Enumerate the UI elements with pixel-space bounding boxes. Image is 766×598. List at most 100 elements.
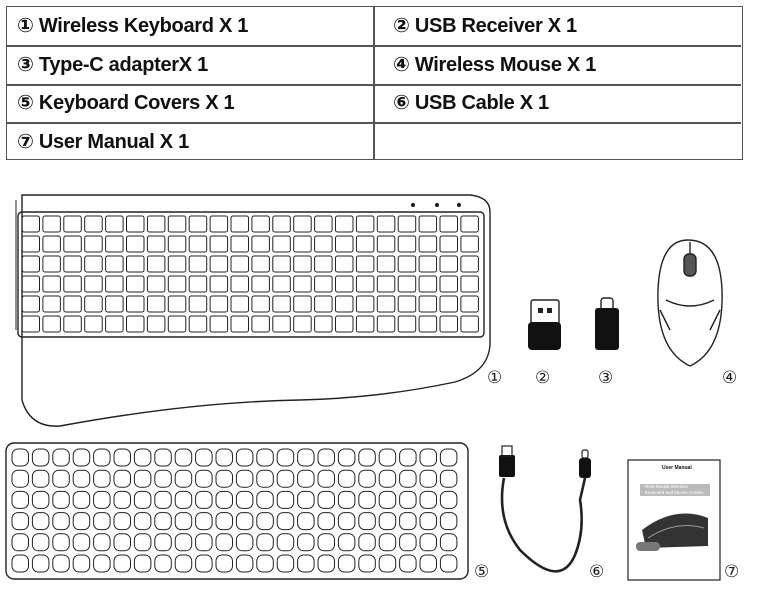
cover-key	[113, 533, 131, 552]
cover-key	[174, 448, 193, 467]
cover-key	[93, 448, 111, 467]
keyboard-key	[439, 235, 458, 253]
cover-key	[133, 512, 152, 531]
cover-key	[72, 512, 91, 531]
keyboard-key	[209, 215, 229, 233]
keyboard-key	[293, 215, 312, 233]
cover-key	[52, 512, 70, 531]
cover-key	[378, 512, 397, 531]
keyboard-key	[293, 235, 312, 253]
keyboard-key	[105, 315, 124, 333]
cover-key	[297, 554, 315, 573]
keyboard-key	[272, 275, 291, 293]
item-wireless-keyboard: ① Wireless Keyboard X 1	[17, 15, 249, 37]
cover-key	[72, 448, 91, 467]
cover-key	[215, 490, 233, 509]
manual-subtitle-line1: RGB Backlit Wireless	[645, 484, 688, 489]
manual-title: User Manual	[662, 465, 692, 471]
cover-key	[276, 512, 295, 531]
cover-key	[195, 512, 213, 531]
cover-key	[256, 512, 274, 531]
cover-key	[31, 469, 50, 488]
cover-key	[195, 533, 213, 552]
keyboard-key	[272, 255, 291, 273]
cover-key	[276, 533, 295, 552]
item-keyboard-covers: ⑤ Keyboard Covers X 1	[17, 92, 235, 114]
table-divider	[7, 45, 741, 47]
keyboard-key	[84, 235, 103, 253]
cover-key	[439, 512, 458, 531]
keyboard-key	[42, 315, 61, 333]
cover-key	[358, 469, 376, 488]
keyboard-key	[439, 215, 458, 233]
item-user-manual: ⑦ User Manual X 1	[17, 131, 189, 153]
keyboard-key	[293, 255, 312, 273]
keyboard-key	[209, 315, 229, 333]
keyboard-key	[167, 275, 187, 293]
keyboard-key	[167, 295, 187, 313]
cover-key	[235, 512, 254, 531]
keyboard-key	[397, 275, 417, 293]
keyboard-key	[376, 315, 396, 333]
keyboard-key	[293, 295, 312, 313]
cover-key	[256, 490, 274, 509]
cover-key	[195, 448, 213, 467]
cover-key	[235, 554, 254, 573]
cover-key	[419, 554, 437, 573]
keyboard-key	[251, 295, 270, 313]
keyboard-key	[314, 235, 333, 253]
keyboard-key	[397, 315, 417, 333]
keyboard-key	[418, 255, 438, 273]
keyboard-key	[355, 295, 375, 313]
cover-key	[256, 533, 274, 552]
keyboard-key	[21, 275, 40, 293]
cover-key	[399, 512, 417, 531]
cover-key	[235, 533, 254, 552]
cover-key	[174, 512, 193, 531]
keyboard-key	[314, 215, 333, 233]
cover-key	[276, 448, 295, 467]
keyboard-key	[126, 315, 145, 333]
keyboard-key	[418, 295, 438, 313]
keyboard-key	[335, 315, 354, 333]
keyboard-key	[146, 315, 166, 333]
cover-key	[337, 512, 356, 531]
cover-key	[31, 490, 50, 509]
keyboard-key	[167, 255, 187, 273]
cover-key	[72, 554, 91, 573]
keyboard-key	[460, 295, 479, 313]
cover-key	[317, 533, 335, 552]
cover-key	[317, 469, 335, 488]
cover-key	[113, 512, 131, 531]
cover-key	[72, 533, 91, 552]
cover-key	[399, 554, 417, 573]
keyboard-key	[376, 255, 396, 273]
keyboard-key	[335, 295, 354, 313]
keyboard-key	[230, 295, 249, 313]
cover-key	[154, 533, 172, 552]
cover-key	[52, 448, 70, 467]
callout-6: ⑥	[589, 562, 605, 582]
cover-key	[215, 533, 233, 552]
keyboard-key	[146, 235, 166, 253]
cover-key	[419, 512, 437, 531]
keyboard-key	[84, 255, 103, 273]
keyboard-key	[272, 315, 291, 333]
keyboard-key	[335, 255, 354, 273]
cover-key	[52, 554, 70, 573]
keyboard-key	[397, 215, 417, 233]
cover-key	[11, 448, 29, 467]
keyboard-key	[314, 295, 333, 313]
keyboard-key	[188, 215, 208, 233]
keyboard-key	[188, 295, 208, 313]
keyboard-key	[42, 255, 61, 273]
cover-key	[337, 490, 356, 509]
cover-key	[419, 533, 437, 552]
cover-key	[439, 469, 458, 488]
cover-key	[419, 448, 437, 467]
keyboard-key	[21, 215, 40, 233]
keyboard-key	[439, 295, 458, 313]
cover-key	[113, 490, 131, 509]
cover-key	[337, 469, 356, 488]
